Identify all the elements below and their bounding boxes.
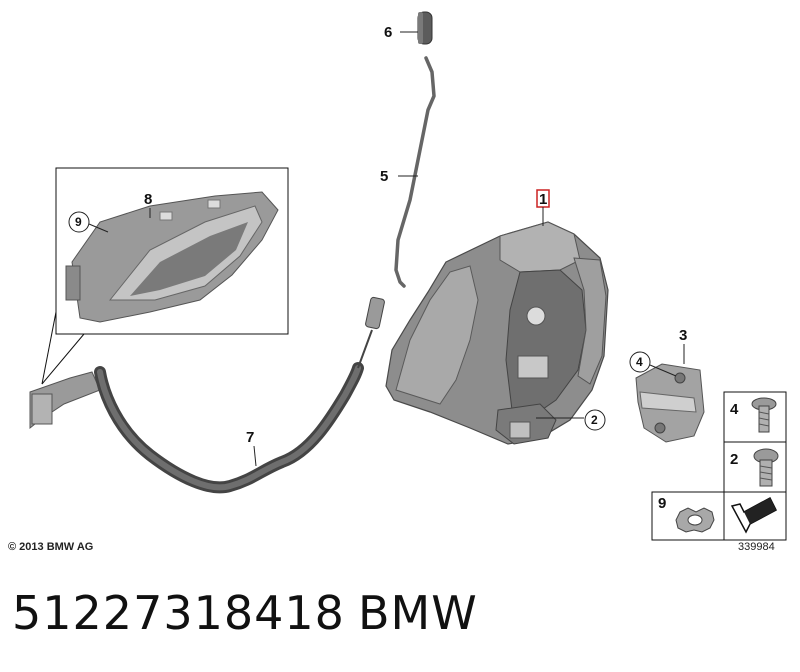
leader-4: [649, 364, 677, 377]
diagram-number: 339984: [738, 541, 775, 553]
callout-3: 3: [679, 327, 687, 344]
callout-1: 1: [539, 191, 547, 208]
clip-nut-part: [675, 507, 715, 533]
bolt-part: [753, 448, 779, 487]
brand-caption: BMW: [358, 586, 478, 640]
callout-4: 4: [636, 355, 643, 369]
legend-grid: [651, 391, 787, 541]
legend-callout-2: 2: [730, 451, 738, 468]
inset-panel: 8 9: [41, 167, 289, 385]
callout-5: 5: [380, 168, 388, 185]
striker-part: [635, 363, 705, 443]
lock-knob-part: [417, 11, 433, 45]
inset-frame: [55, 167, 289, 335]
circle-callout-2: [584, 409, 606, 431]
callout-9: 9: [75, 215, 82, 229]
handle-connector-part: [29, 371, 101, 430]
bowden-cable-part: [94, 296, 385, 494]
callout-2: 2: [591, 413, 598, 427]
leader-9: [88, 223, 109, 233]
copyright-notice: © 2013 BMW AG: [8, 541, 94, 553]
part-number-caption: 51227318418: [12, 586, 345, 640]
lock-rod-part: [394, 56, 436, 288]
callout-6: 6: [384, 24, 392, 41]
inset-pointer-left: [41, 311, 57, 385]
interior-door-handle-part: [65, 191, 279, 323]
inset-pointer-right: [41, 333, 85, 385]
callout-7: 7: [246, 429, 254, 446]
screw-part: [751, 397, 777, 433]
direction-arrow-icon: [730, 496, 777, 534]
legend-callout-4: 4: [730, 401, 739, 418]
leader-7: [253, 445, 257, 467]
legend-callout-9: 9: [658, 495, 666, 512]
door-lock-part: [385, 221, 609, 445]
callout-8: 8: [144, 191, 152, 208]
legend-cell-2: [723, 441, 787, 493]
circle-callout-9: [68, 211, 90, 233]
circle-callout-4: [629, 351, 651, 373]
